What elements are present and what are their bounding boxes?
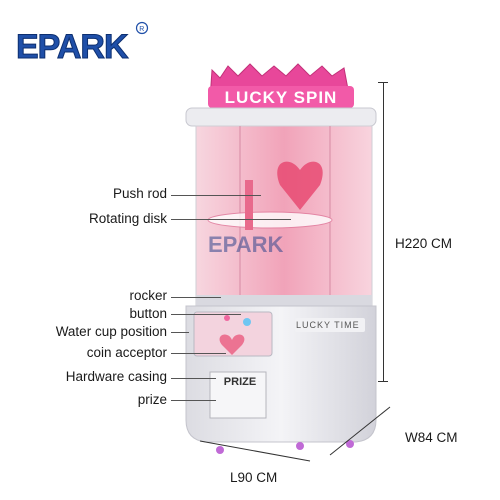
- leader-rocker: [171, 297, 221, 298]
- label-water-cup-position: Water cup position: [55, 324, 167, 339]
- height-dimension-top-tick: [378, 82, 388, 83]
- label-coin-acceptor: coin acceptor: [86, 345, 167, 360]
- leader-water-cup-position: [171, 332, 189, 333]
- leader-coin-acceptor: [171, 353, 226, 354]
- label-push-rod: Push rod: [112, 186, 167, 201]
- leader-push-rod: [171, 195, 261, 196]
- label-rotating-disk: Rotating disk: [88, 211, 167, 226]
- label-rocker: rocker: [129, 288, 167, 303]
- watermark: EPARK: [208, 232, 284, 257]
- height-dimension-label: H220 CM: [395, 236, 453, 251]
- prize-door-text: PRIZE: [223, 376, 257, 388]
- svg-text:R: R: [139, 26, 144, 33]
- label-prize: prize: [137, 392, 167, 407]
- leader-button: [171, 314, 241, 315]
- length-dimension-label: L90 CM: [230, 470, 278, 485]
- leader-hardware-casing: [171, 378, 216, 379]
- leader-rotating-disk: [171, 219, 291, 220]
- label-hardware-casing: Hardware casing: [65, 369, 167, 384]
- base-dimension-lines: [199, 406, 391, 462]
- height-dimension-line: [383, 82, 384, 382]
- marquee-text: LUCKY SPIN: [224, 88, 338, 107]
- cabinet-text: LUCKY TIME: [296, 320, 360, 330]
- claw-machine-illustration: [185, 63, 377, 454]
- epark-logo: EPARK R: [16, 21, 149, 66]
- leader-prize: [171, 400, 216, 401]
- label-button: button: [129, 306, 167, 321]
- svg-text:EPARK: EPARK: [16, 28, 129, 66]
- height-dimension-bottom-tick: [378, 381, 388, 382]
- width-dimension-label: W84 CM: [405, 430, 458, 445]
